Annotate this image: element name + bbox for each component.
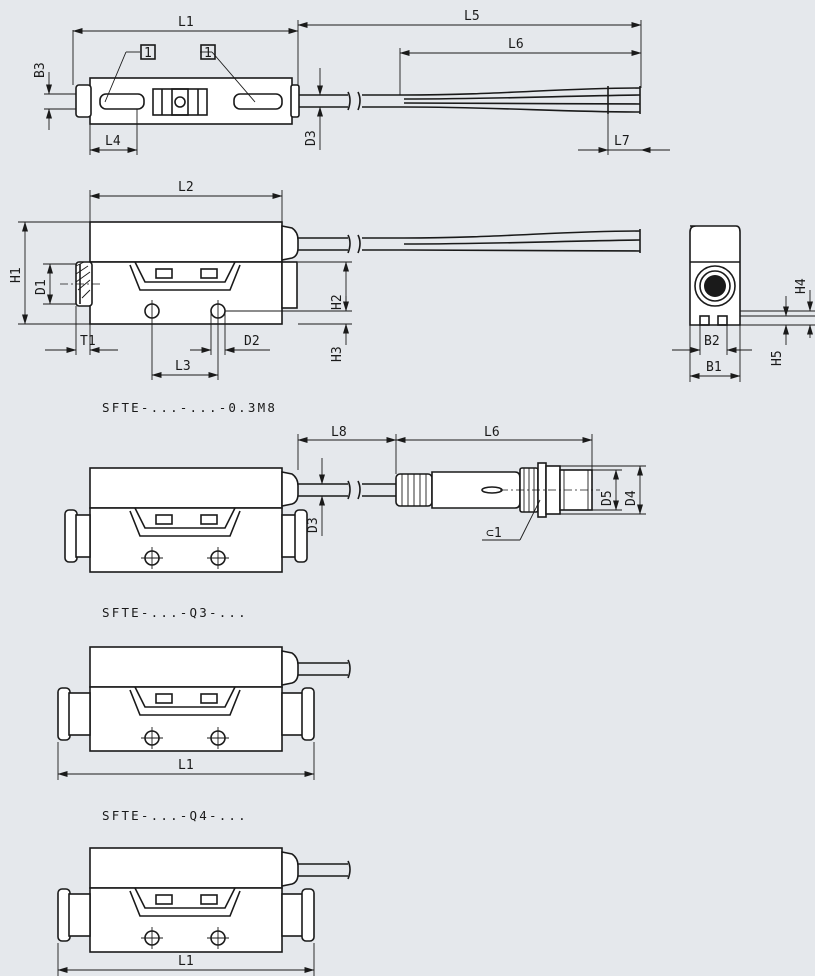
dim-L1: L1 bbox=[178, 15, 194, 30]
top-view-body bbox=[89, 77, 293, 125]
dim-D2: D2 bbox=[244, 334, 260, 349]
dim-D4: D4 bbox=[624, 490, 639, 506]
dim-L8: L8 bbox=[331, 425, 347, 440]
dim-B1: B1 bbox=[706, 360, 722, 375]
dim-H4: H4 bbox=[794, 278, 809, 294]
side-view: L2 H1 D1 T1 L3 D2 H2 H3 bbox=[9, 180, 641, 380]
dim-D3: D3 bbox=[306, 517, 321, 533]
dim-L1: L1 bbox=[178, 954, 194, 969]
dim-B3: B3 bbox=[33, 62, 48, 78]
variant-q4-view: L1 bbox=[57, 847, 351, 976]
dim-D1: D1 bbox=[34, 279, 49, 295]
dim-L6: L6 bbox=[508, 37, 524, 52]
ref-marker-box bbox=[140, 44, 156, 60]
dim-L6: L6 bbox=[484, 425, 500, 440]
dim-L2: L2 bbox=[178, 180, 194, 195]
variant-q3-view: L1 bbox=[57, 646, 351, 780]
dim-H3: H3 bbox=[330, 346, 345, 362]
dim-L5: L5 bbox=[464, 9, 480, 24]
front-view: B1 B2 H4 H5 bbox=[672, 225, 815, 382]
dim-H5: H5 bbox=[770, 350, 785, 366]
dim-L4: L4 bbox=[105, 134, 121, 149]
side-view-upper-body bbox=[89, 221, 283, 263]
dim-H2: H2 bbox=[330, 294, 345, 310]
ref-marker: 1 bbox=[144, 46, 152, 61]
dim-H1: H1 bbox=[9, 267, 24, 283]
caption-variant-m8: SFTE-...-...-0.3M8 bbox=[102, 400, 277, 415]
dim-L3: L3 bbox=[175, 359, 191, 374]
dim-D5: D5 bbox=[600, 490, 615, 506]
dim-D3: D3 bbox=[304, 130, 319, 146]
dim-T1: T1 bbox=[80, 334, 96, 349]
dim-wrench: ⊂1 bbox=[486, 526, 502, 541]
caption-variant-q3: SFTE-...-Q3-... bbox=[102, 605, 248, 620]
dim-L7: L7 bbox=[614, 134, 630, 149]
side-view-lower-body bbox=[89, 261, 283, 325]
top-view: 1 1 L1 L5 L6 L4 L7 bbox=[33, 9, 670, 155]
ref-marker: 1 bbox=[204, 46, 212, 61]
ref-marker-box bbox=[200, 44, 216, 60]
dim-L1: L1 bbox=[178, 758, 194, 773]
variant-m8-view: L8 L6 D3 D5 D4 ⊂1 bbox=[64, 425, 646, 573]
dim-B2: B2 bbox=[704, 334, 720, 349]
caption-variant-q4: SFTE-...-Q4-... bbox=[102, 808, 248, 823]
